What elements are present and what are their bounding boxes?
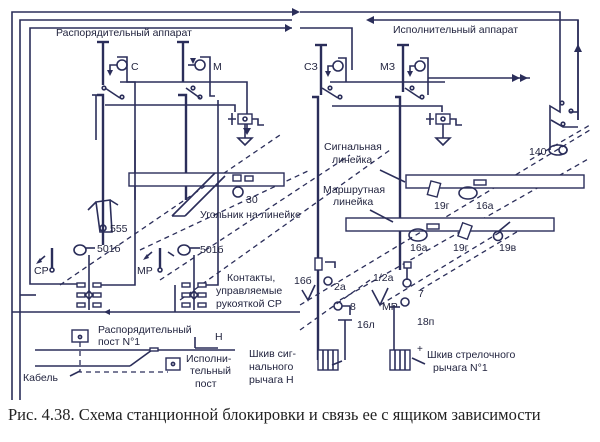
wire-outer-3 <box>29 27 292 150</box>
relay-mz <box>395 43 530 270</box>
signal-ruler <box>405 174 585 189</box>
outer-wires <box>11 8 582 400</box>
label-8: 8 <box>350 301 356 313</box>
label-16a-bottom: 16а <box>410 242 428 254</box>
label-16l: 16л <box>357 319 375 331</box>
label-angle-on-ruler: Угольник на линейке <box>200 209 301 221</box>
label-7: 7 <box>418 288 424 300</box>
label-signal-ruler-1: Сигнальная <box>324 141 382 153</box>
label-mp-left: МР <box>137 265 153 277</box>
signal-ruler-leader <box>379 169 406 183</box>
label-mp-right: МР <box>382 301 398 313</box>
label-contacts-2: управляемые <box>216 285 282 297</box>
handles <box>36 248 175 273</box>
wire-outer-1b <box>300 11 561 100</box>
label-contacts-1: Контакты, <box>227 272 275 284</box>
label-dispatch-post-1: Распорядительный <box>98 324 192 336</box>
relay-m <box>97 40 251 245</box>
crank-block-right <box>426 113 462 147</box>
label-cable: Кабель <box>23 372 58 384</box>
label-19g-top: 19г <box>434 200 450 212</box>
label-h: Н <box>215 331 223 343</box>
label-501b-right: 501б <box>200 244 224 256</box>
lever-mechanisms <box>301 257 426 371</box>
arrow-left-icon <box>366 16 374 24</box>
label-19v: 19в <box>499 242 517 254</box>
wire-outer-1 <box>11 11 292 400</box>
label-19g-bottom: 19г <box>453 242 469 254</box>
crank-block-left <box>228 113 264 147</box>
figure-caption: Рис. 4.38. Схема станционной блокировки … <box>8 405 541 424</box>
label-mz: МЗ <box>380 61 395 73</box>
wire-outer-3b <box>300 27 353 70</box>
label-dispatch-apparatus: Распорядительный аппарат <box>56 27 192 39</box>
double-arrow-icon <box>285 24 292 32</box>
label-route-ruler-1: Маршрутная <box>323 184 385 196</box>
label-exec-post-2: тельный <box>190 365 231 377</box>
label-cz: СЗ <box>304 61 318 73</box>
label-signal-pulley-3: рычага Н <box>249 374 294 386</box>
label-dispatch-post-2: пост N°1 <box>98 336 140 348</box>
route-ruler <box>345 217 555 232</box>
wire-outer-2 <box>19 19 292 400</box>
label-route-ruler-2: линейка <box>333 196 373 208</box>
label-2a: 2а <box>334 281 346 293</box>
label-1-2a: 1/2а <box>373 272 394 284</box>
contact-140 <box>548 20 579 156</box>
label-exec-apparatus: Исполнительный аппарат <box>393 24 518 36</box>
label-18p: 18п <box>417 316 434 328</box>
cams <box>73 174 511 256</box>
station-blocking-diagram: Распорядительный аппарат Исполнительный … <box>11 8 591 400</box>
label-exec-post-1: Исполни- <box>186 353 232 365</box>
label-16b: 16б <box>294 275 312 287</box>
label-16a-top: 16а <box>476 200 494 212</box>
contact-groups <box>29 140 219 315</box>
dashed-links <box>59 124 591 331</box>
label-signal-pulley-1: Шкив сиг- <box>249 348 297 360</box>
arrow-right-icon <box>292 8 300 16</box>
label-140: 140 <box>529 146 547 158</box>
relay-cz <box>312 43 445 270</box>
label-30: 30 <box>246 194 258 206</box>
label-cp: СР <box>34 265 49 277</box>
angle-ruler <box>128 172 285 187</box>
label-exec-post-3: пост <box>195 378 217 390</box>
label-plus: + <box>417 344 423 355</box>
label-signal-pulley-2: нального <box>249 361 293 373</box>
label-switch-pulley-2: рычага N°1 <box>433 362 488 374</box>
route-ruler-leader <box>369 209 394 223</box>
label-switch-pulley-1: Шкив стрелочного <box>427 349 516 361</box>
label-555: 555 <box>110 223 128 235</box>
label-signal-ruler-2: линейка <box>332 154 372 166</box>
label-m: М <box>213 61 222 73</box>
label-c: С <box>131 61 139 73</box>
label-contacts-3: рукояткой СР <box>216 298 282 310</box>
station-plan <box>35 329 235 377</box>
relay-c <box>92 40 236 200</box>
label-501b-left: 501б <box>97 243 121 255</box>
